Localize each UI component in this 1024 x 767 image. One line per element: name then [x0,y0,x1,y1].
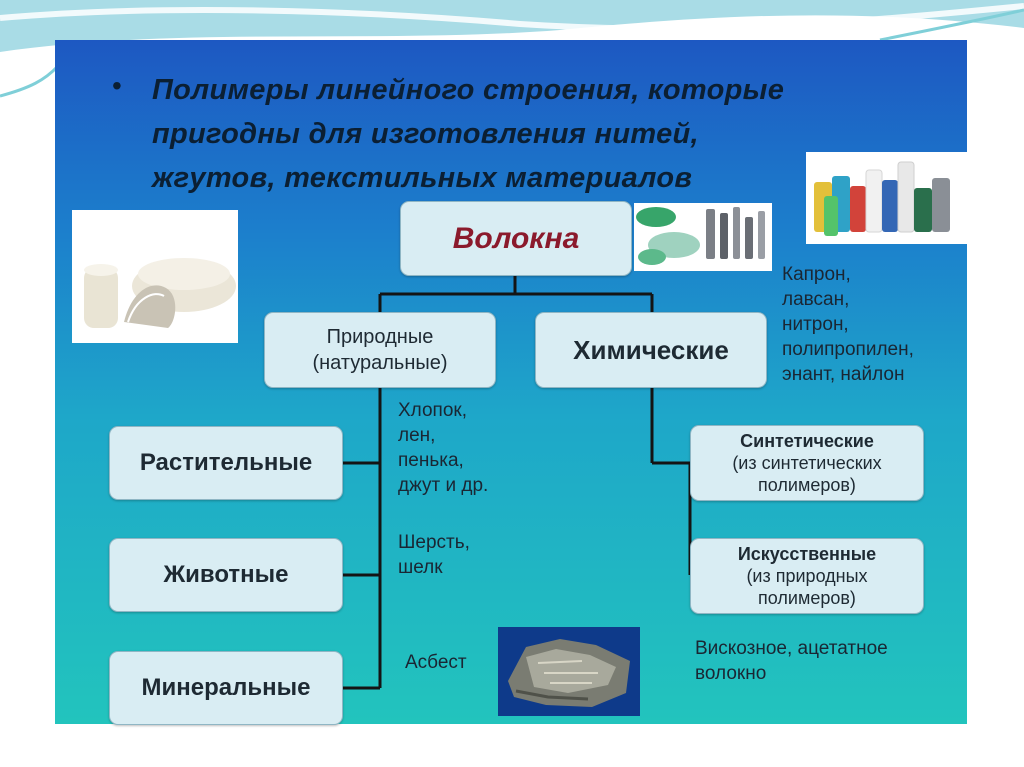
node-label: Искусственные [738,543,876,565]
node-label: полимеров) [758,587,856,609]
node-fibers-root: Волокна [400,201,632,276]
heading-line: Полимеры линейного строения, которые [152,68,932,112]
textile-fabric-photo [72,210,238,343]
note-artificial-examples: Вискозное, ацетатное волокно [695,636,888,686]
node-animal: Животные [109,538,343,612]
note-line: Хлопок, [398,398,488,423]
note-line: энант, найлон [782,362,914,387]
node-natural: Природные (натуральные) [264,312,496,388]
node-label: Химические [573,335,729,366]
node-synthetic: Синтетические (из синтетических полимеро… [690,425,924,501]
note-mineral-example: Асбест [405,650,467,675]
note-line: шелк [398,555,470,580]
note-line: Асбест [405,650,467,675]
note-line: полипропилен, [782,337,914,362]
node-label: Волокна [453,222,580,256]
node-label: полимеров) [758,474,856,496]
node-artificial: Искусственные (из природных полимеров) [690,538,924,614]
node-label: Природные [327,324,434,350]
heading-line: пригодны для изготовления нитей, [152,112,932,156]
node-label: Растительные [140,449,312,477]
node-chemical: Химические [535,312,767,388]
note-line: лен, [398,423,488,448]
note-line: Шерсть, [398,530,470,555]
note-line: нитрон, [782,312,914,337]
node-mineral: Минеральные [109,651,343,725]
node-label: (натуральные) [312,350,447,376]
node-label: Минеральные [142,674,311,702]
note-line: волокно [695,661,888,686]
note-line: пенька, [398,448,488,473]
note-line: джут и др. [398,473,488,498]
node-label: (из природных [746,565,867,587]
node-label: (из синтетических [732,452,881,474]
note-line: лавсан, [782,287,914,312]
note-line: Вискозное, ацетатное [695,636,888,661]
bullet-marker: • [112,70,152,102]
note-line: Капрон, [782,262,914,287]
note-plant-examples: Хлопок, лен, пенька, джут и др. [398,398,488,498]
thread-spools-photo [806,152,967,244]
node-plant: Растительные [109,426,343,500]
asbestos-mineral-photo [498,627,640,716]
node-label: Животные [163,561,288,589]
fiber-granules-photo [634,203,772,271]
node-label: Синтетические [740,430,874,452]
note-animal-examples: Шерсть, шелк [398,530,470,580]
note-chemical-examples: Капрон, лавсан, нитрон, полипропилен, эн… [782,262,914,387]
